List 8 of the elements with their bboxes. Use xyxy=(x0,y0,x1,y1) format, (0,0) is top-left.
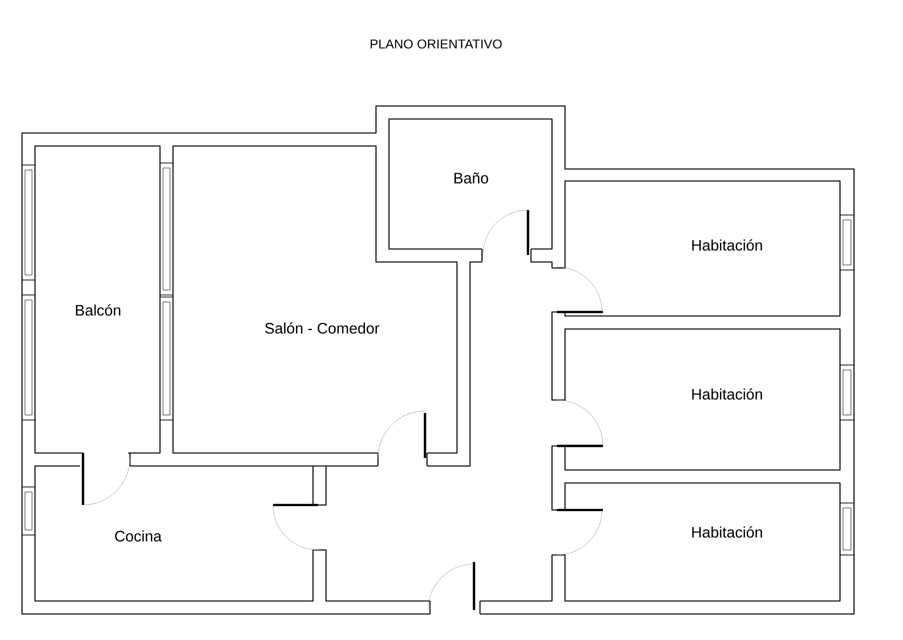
room-label: Baño xyxy=(454,172,488,184)
room-label: Habitación xyxy=(692,239,762,251)
title: PLANO ORIENTATIVO xyxy=(370,39,502,49)
room-label: Salón - Comedor xyxy=(265,322,380,334)
room-label: Cocina xyxy=(115,530,162,542)
room-label: Habitación xyxy=(692,388,762,400)
room-label: Balcón xyxy=(76,304,120,316)
room-label: Habitación xyxy=(692,526,762,538)
